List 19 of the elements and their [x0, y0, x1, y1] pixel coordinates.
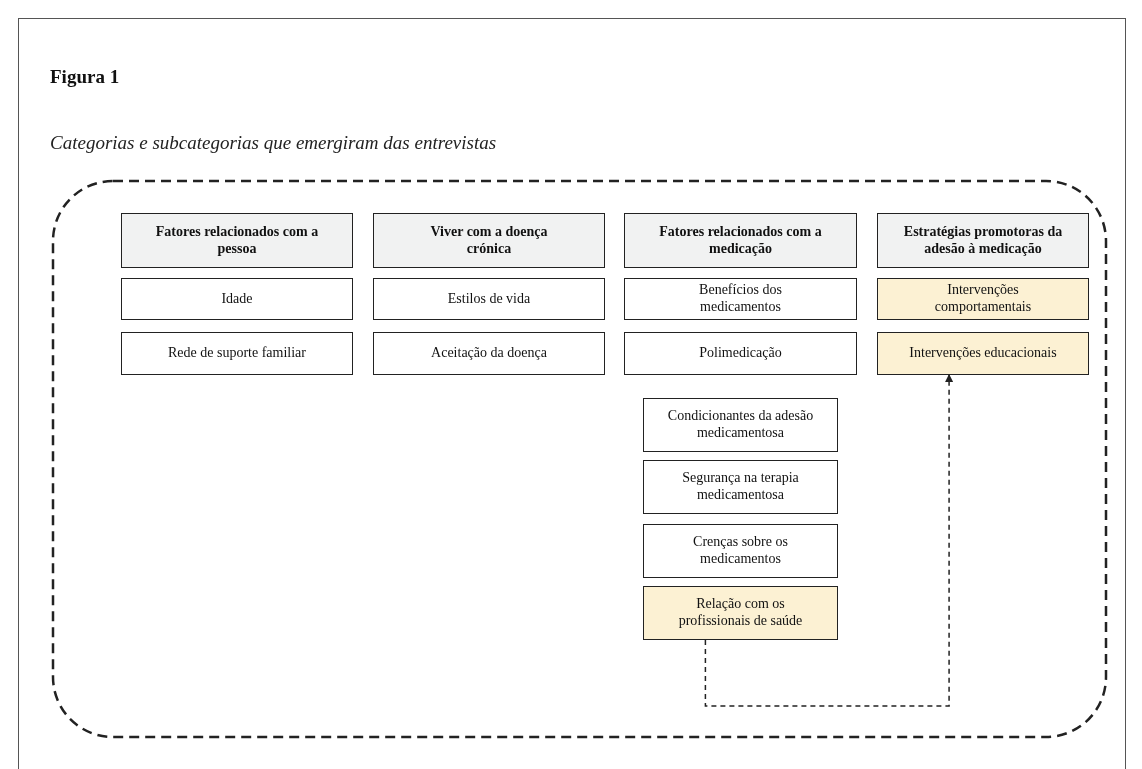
highlighted-subcategory-box: Relação com os profissionais de saúde [643, 586, 838, 640]
subcategory-box: Aceitação da doença [373, 332, 605, 375]
highlighted-subcategory-box: Intervenções comportamentais [877, 278, 1089, 320]
highlighted-subcategory-box: Intervenções educacionais [877, 332, 1089, 375]
subcategory-box: Rede de suporte familiar [121, 332, 353, 375]
subcategory-box: Idade [121, 278, 353, 320]
dashed-arrow [704, 374, 954, 707]
figure-caption: Categorias e subcategorias que emergiram das entrevistas [50, 132, 497, 154]
category-header: Fatores relacionados com a pessoa [121, 213, 353, 268]
subcategory-box: Estilos de vida [373, 278, 605, 320]
category-header: Viver com a doença crónica [373, 213, 605, 268]
subcategory-box: Benefícios dos medicamentos [624, 278, 857, 320]
figure-title: Figura 1 [50, 66, 120, 88]
subcategory-box: Polimedicação [624, 332, 857, 375]
subcategory-box: Condicionantes da adesão medicamentosa [643, 398, 838, 452]
subcategory-box: Crenças sobre os medicamentos [643, 524, 838, 578]
category-header: Fatores relacionados com a medicação [624, 213, 857, 268]
subcategory-box: Segurança na terapia medicamentosa [643, 460, 838, 514]
category-header: Estratégias promotoras da adesão à medicação [877, 213, 1089, 268]
